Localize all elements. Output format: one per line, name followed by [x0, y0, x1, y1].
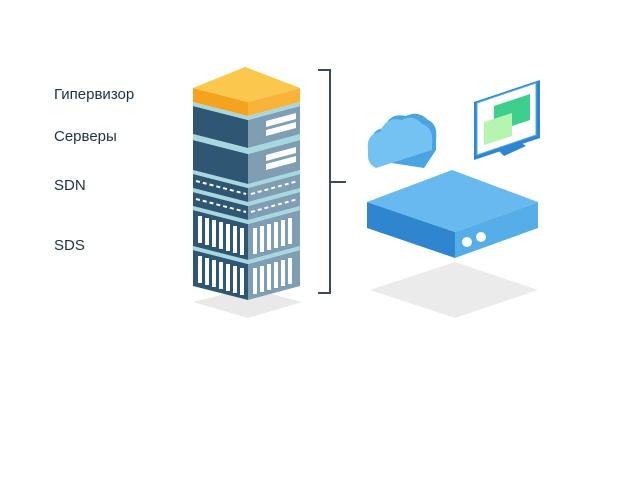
label-servers: Серверы — [54, 128, 117, 145]
hypervisor-block — [193, 67, 300, 116]
sdn-block — [193, 174, 300, 202]
label-hypervisor: Гипервизор — [54, 86, 135, 103]
tower-shadow — [193, 288, 302, 318]
sds-block — [193, 210, 300, 260]
cloud-icon — [367, 113, 437, 168]
label-sdn: SDN — [54, 177, 86, 194]
server-tower — [193, 67, 300, 300]
sds-block — [193, 250, 300, 300]
server-block — [193, 140, 300, 184]
label-sds: SDS — [54, 237, 85, 254]
bracket — [318, 69, 346, 294]
appliance-shadow — [370, 262, 538, 318]
network-appliance — [367, 170, 538, 258]
sdn-block — [193, 192, 300, 220]
monitor-icon — [474, 80, 540, 160]
